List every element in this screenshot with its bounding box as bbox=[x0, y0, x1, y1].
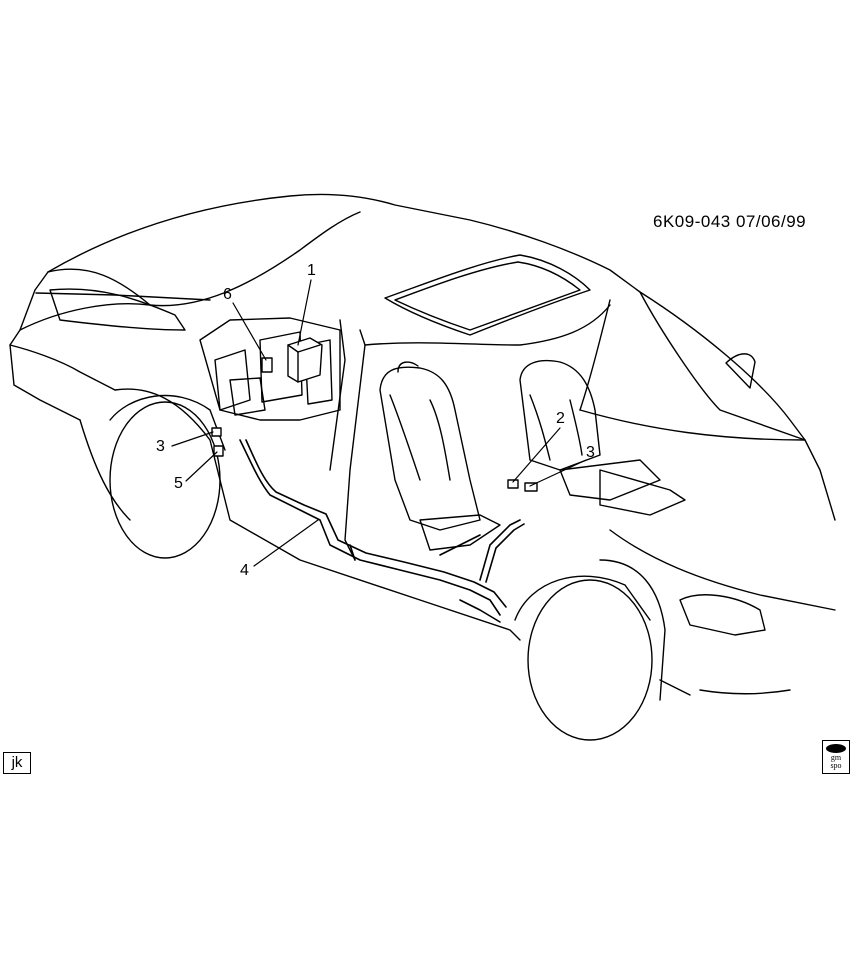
leader-lines bbox=[171, 279, 587, 567]
front-wheel bbox=[514, 575, 653, 741]
front-seat-passenger bbox=[519, 359, 686, 516]
wiring-harness bbox=[239, 439, 525, 623]
rear-wheel bbox=[109, 394, 226, 559]
diagram-code: 6K09-043 07/06/99 bbox=[653, 212, 807, 231]
callout-4: 4 bbox=[240, 562, 249, 579]
logo-line2: spo bbox=[830, 761, 842, 770]
corner-tag: jk bbox=[3, 752, 31, 774]
logo-line1: gm bbox=[830, 753, 842, 762]
callout-2: 2 bbox=[556, 410, 565, 427]
logo-oval bbox=[826, 744, 846, 753]
car-body-outline bbox=[9, 193, 836, 701]
component-module bbox=[287, 337, 323, 383]
front-seat-driver bbox=[379, 361, 501, 551]
component-connector-6 bbox=[261, 357, 273, 373]
callout-1: 1 bbox=[307, 262, 316, 279]
gm-spo-logo: gm spo bbox=[822, 740, 850, 774]
callout-5: 5 bbox=[174, 475, 183, 492]
rear-interior bbox=[199, 317, 341, 421]
callout-3-front: 3 bbox=[586, 444, 595, 461]
callout-3-rear: 3 bbox=[156, 438, 165, 455]
callout-6: 6 bbox=[223, 286, 232, 303]
